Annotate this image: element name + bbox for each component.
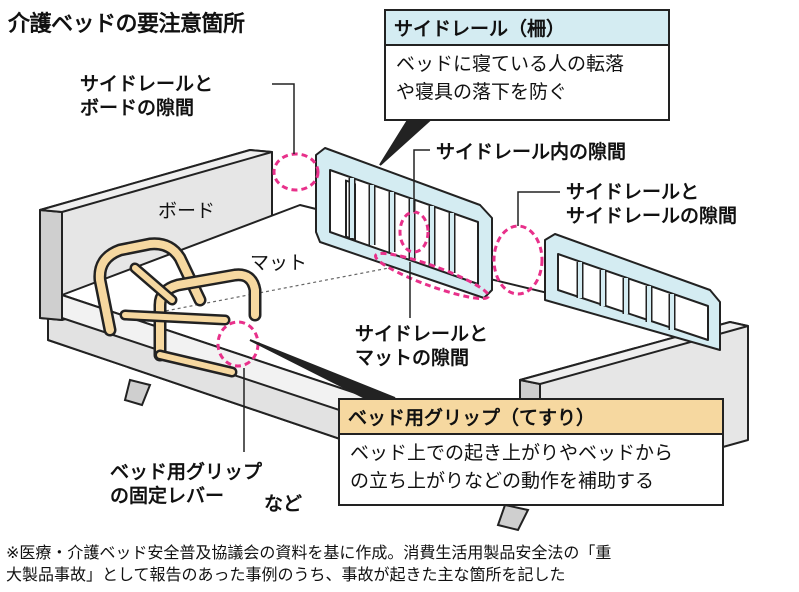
footnote-line: 大製品事故」として報告のあった事例のうち、事故が起きた主な箇所を記した	[6, 565, 566, 584]
leader-lines	[243, 83, 560, 452]
label-line: サイドレールと	[80, 73, 214, 95]
side-rail-callout-heading: サイドレール（柵）	[386, 11, 668, 46]
label-line: ボードの隙間	[80, 97, 195, 119]
side-rail-left	[315, 147, 493, 299]
label-rail-board-gap: サイドレールと ボードの隙間	[80, 72, 213, 120]
hazard-rail-rail-gap	[492, 224, 544, 296]
callout-line: ベッドに寝ている人の転落	[396, 53, 625, 75]
bed-grip	[93, 237, 262, 378]
label-board: ボード	[158, 200, 216, 222]
label-rail-rail-gap: サイドレールと サイドレールの隙間	[566, 180, 737, 228]
label-rail-mat-gap: サイドレールと マットの隙間	[355, 322, 488, 370]
callout-line: ベッド上での起き上がりやベッドから	[350, 442, 674, 464]
grip-callout: ベッド用グリップ（てすり） ベッド上での起き上がりやベッドから の立ち上がりなど…	[338, 398, 724, 506]
hazard-rail-mat-gap	[374, 251, 490, 301]
callout-line: の立ち上がりなどの動作を補助する	[350, 470, 655, 492]
label-mat: マット	[250, 252, 308, 274]
side-rail-callout: サイドレール（柵） ベッドに寝ている人の転落 や寝具の落下を防ぐ	[384, 9, 670, 121]
label-line: ベッド用グリップ	[110, 461, 263, 483]
side-rail-callout-body: ベッドに寝ている人の転落 や寝具の落下を防ぐ	[386, 46, 668, 110]
label-line: サイドレールと	[566, 181, 700, 203]
label-line: サイドレールと	[355, 323, 489, 345]
rail-callout-pointer	[379, 119, 433, 166]
label-grip-lever: ベッド用グリップ の固定レバー	[110, 460, 262, 508]
grip-callout-heading: ベッド用グリップ（てすり）	[340, 400, 722, 435]
footnote-line: ※医療・介護ベッド安全普及協議会の資料を基に作成。消費生活用製品安全法の「重	[6, 543, 612, 562]
bed-legs	[123, 378, 530, 532]
grip-callout-body: ベッド上での起き上がりやベッドから の立ち上がりなどの動作を補助する	[340, 435, 722, 499]
footnote: ※医療・介護ベッド安全普及協議会の資料を基に作成。消費生活用製品安全法の「重 大…	[6, 542, 796, 586]
label-etc: など	[264, 493, 303, 515]
label-rail-inner-gap: サイドレール内の隙間	[436, 141, 627, 163]
label-line: の固定レバー	[110, 485, 225, 507]
callout-line: や寝具の落下を防ぐ	[396, 81, 568, 103]
side-rail-right	[544, 233, 721, 351]
hazard-rail-board-gap	[272, 152, 320, 192]
label-line: マットの隙間	[355, 347, 470, 369]
diagram-title: 介護ベッドの要注意箇所	[8, 12, 245, 37]
label-line: サイドレールの隙間	[566, 205, 738, 227]
